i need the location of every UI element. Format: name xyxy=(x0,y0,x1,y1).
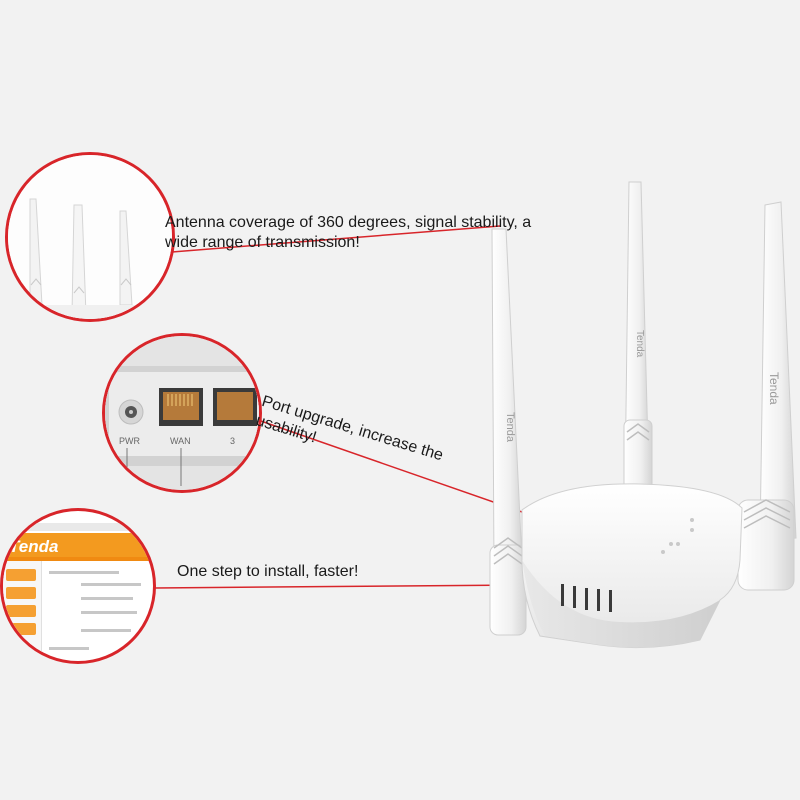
mini-content-row xyxy=(81,597,133,600)
port-closeup: PWR WAN 3 xyxy=(105,336,259,490)
port-label-wan: WAN xyxy=(170,436,191,446)
brand-mark-left: Tenda xyxy=(504,412,516,443)
mini-sidebar-item xyxy=(6,605,36,617)
callout-circle-setup-ui: Tenda xyxy=(0,508,156,664)
mini-sidebar-item xyxy=(6,623,36,635)
leader-line-antenna xyxy=(171,225,501,253)
mini-setup-sidebar xyxy=(3,561,42,661)
mini-sidebar-item xyxy=(6,587,36,599)
antenna-left xyxy=(489,228,527,636)
port-label-pwr: PWR xyxy=(119,436,140,446)
feature-antenna-text: Antenna coverage of 360 degrees, signal … xyxy=(165,214,532,251)
antenna-closeup xyxy=(8,155,172,319)
mini-browser-bar xyxy=(3,523,153,531)
mini-content-row xyxy=(81,583,141,586)
mini-content-row xyxy=(49,647,89,650)
mini-content-row xyxy=(81,611,137,614)
feature-install-text: One step to install, faster! xyxy=(177,563,359,580)
mini-setup-header: Tenda xyxy=(3,533,153,561)
mini-sidebar-item xyxy=(6,569,36,581)
mini-content-row xyxy=(49,571,119,574)
mini-brand-logo: Tenda xyxy=(9,537,59,556)
brand-mark-middle: Tenda xyxy=(634,330,645,358)
mini-header-stripe xyxy=(3,557,153,561)
antenna-right xyxy=(737,201,797,591)
port-label-lan: 3 xyxy=(230,436,235,446)
brand-mark-right: Tenda xyxy=(767,372,781,405)
leader-line-install xyxy=(154,584,521,589)
mini-content-row xyxy=(81,629,131,632)
callout-circle-ports: PWR WAN 3 xyxy=(102,333,262,493)
router-body xyxy=(521,483,743,649)
callout-circle-antennas xyxy=(5,152,175,322)
